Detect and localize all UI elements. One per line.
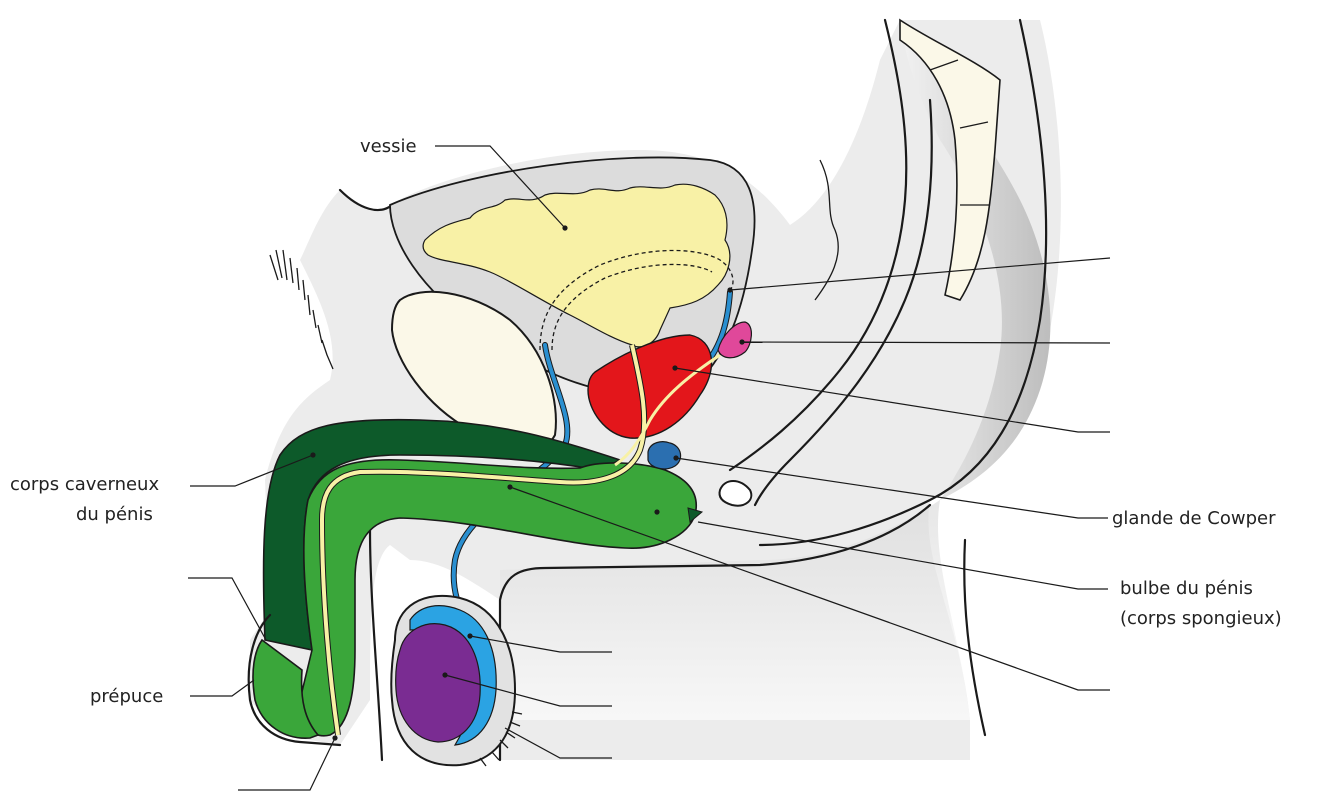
label-vessie: vessie [360,136,417,157]
label-cowper: glande de Cowper [1112,508,1276,529]
label-bulbe-2: (corps spongieux) [1120,608,1282,629]
label-corps-caverneux-1: corps caverneux [10,474,159,495]
label-corps-caverneux-2: du pénis [76,504,153,525]
testis [396,624,481,742]
label-prepuce: prépuce [90,686,163,707]
cowper-gland [648,442,681,469]
label-bulbe-1: bulbe du pénis [1120,578,1253,599]
